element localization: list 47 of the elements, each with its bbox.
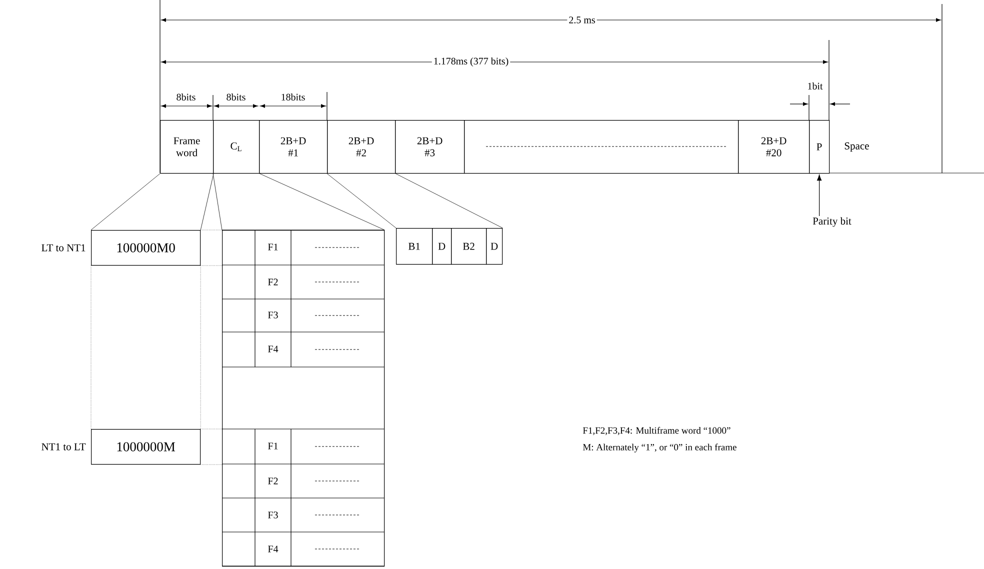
multiframe-bit-label: F3 bbox=[268, 312, 278, 318]
field-box: P bbox=[809, 120, 830, 174]
projection-line bbox=[200, 173, 214, 230]
dotted-line bbox=[90, 265, 92, 430]
field-box: Frame word bbox=[160, 120, 214, 174]
frame-word-box: 1000000M bbox=[91, 429, 201, 465]
field-box: C$_{L}$ bbox=[213, 120, 260, 174]
multiframe-bit-label: F1 bbox=[268, 244, 278, 250]
dimension-label: 18bits bbox=[279, 92, 307, 102]
projection-line bbox=[326, 173, 396, 228]
field-box bbox=[464, 120, 739, 174]
field-label: Space bbox=[844, 142, 869, 152]
multiframe-bit-label: F4 bbox=[268, 546, 278, 552]
note-text: M: Alternately “1”, or “0” in each frame bbox=[582, 444, 736, 452]
field-box: 2B+D #2 bbox=[327, 120, 396, 174]
dimension-label: 1bit bbox=[806, 80, 824, 92]
dimension-label: 8bits bbox=[224, 92, 248, 102]
projection-line bbox=[259, 173, 385, 230]
bit-field-box: D bbox=[486, 228, 503, 265]
multiframe-bit-label: F1 bbox=[268, 442, 278, 450]
note-text: F1,F2,F3,F4: Multiframe word “1000” bbox=[582, 426, 730, 436]
callout-text: Parity bit bbox=[812, 217, 852, 227]
projection-line bbox=[395, 173, 503, 228]
frame-word-box: 100000M0 bbox=[91, 230, 201, 266]
dotted-line bbox=[200, 464, 222, 465]
dotted-line bbox=[200, 265, 201, 430]
dimension-label: 8bits bbox=[174, 92, 198, 102]
projection-line bbox=[90, 173, 160, 230]
multiframe-table bbox=[222, 230, 385, 567]
dimension-label: 1.178ms (377 bits) bbox=[432, 56, 510, 68]
bit-field-box: B1 bbox=[396, 228, 433, 265]
multiframe-bit-label: F2 bbox=[268, 278, 278, 286]
multiframe-bit-label: F2 bbox=[268, 478, 278, 484]
dimension-label: 2.5 ms bbox=[567, 15, 597, 25]
field-box: 2B+D #3 bbox=[395, 120, 465, 174]
row-label: NT1 to LT bbox=[42, 443, 86, 450]
multiframe-bit-label: F3 bbox=[268, 512, 278, 518]
projection-line bbox=[212, 173, 222, 230]
multiframe-bit-label: F4 bbox=[268, 346, 278, 352]
dotted-line bbox=[200, 428, 222, 430]
dotted-line bbox=[200, 265, 222, 266]
field-box: 2B+D #20 bbox=[738, 120, 810, 174]
row-label: LT to NT1 bbox=[42, 244, 86, 252]
leader-arrow bbox=[817, 174, 822, 216]
bit-field-box: D bbox=[432, 228, 452, 265]
bit-field-box: B2 bbox=[451, 228, 487, 265]
field-box: 2B+D #1 bbox=[259, 120, 328, 174]
